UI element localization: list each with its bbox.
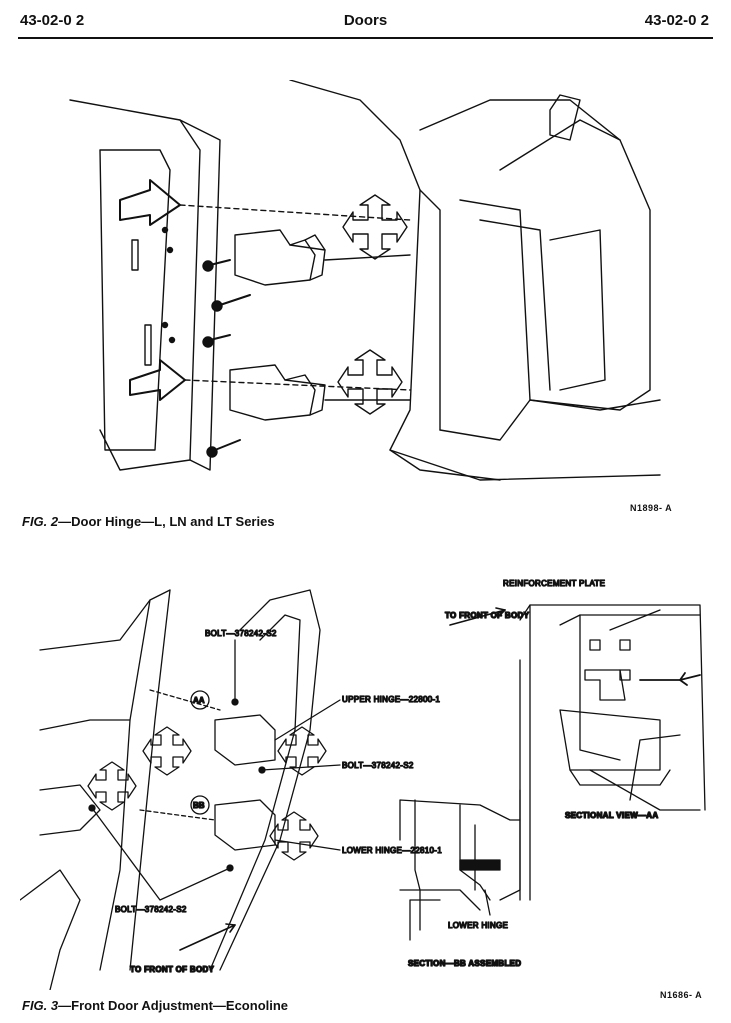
section-code-right: 43-02-0 2 [644,12,709,29]
figure-3-code: N1686- A [660,990,703,1000]
label-bolt-top: BOLT—378242-S2 [205,629,277,638]
label-to-front-bottom: TO FRONT OF BODY [130,965,215,974]
page-title: Doors [343,12,388,29]
figure-2-illustration [60,80,680,500]
figure-2-caption: FIG. 2—Door Hinge—L, LN and LT Series [22,514,275,529]
label-circle-aa: AA [193,696,205,705]
figure-2-number: FIG. 2 [22,514,59,529]
label-lower-hinge-section: LOWER HINGE [448,921,508,930]
figure-2-code: N1898- A [630,503,673,513]
label-reinforcement-plate: REINFORCEMENT PLATE [503,579,605,588]
label-lower-hinge: LOWER HINGE—22810-1 [342,846,442,855]
figure-3-caption-text: —Front Door Adjustment—Econoline [58,998,289,1013]
header-rule [18,37,713,39]
label-upper-hinge: UPPER HINGE—22800-1 [342,695,440,704]
figure-3-caption: FIG. 3—Front Door Adjustment—Econoline [22,998,288,1013]
figure-3-number: FIG. 3 [22,998,59,1013]
label-to-front-right: TO FRONT OF BODY [445,611,530,620]
page-header: 43-02-0 2 Doors 43-02-0 2 [0,0,731,40]
label-bolt-mid: BOLT—378242-S2 [342,761,414,770]
figure-2-caption-text: —Door Hinge—L, LN and LT Series [58,514,275,529]
label-sectional-view-aa: SECTIONAL VIEW—AA [565,811,658,820]
label-circle-bb: BB [193,801,205,810]
label-bolt-bottom: BOLT—378242-S2 [115,905,187,914]
label-section-bb: SECTION—BB ASSEMBLED [408,959,521,968]
figure-3-illustration: BOLT—378242-S2 UPPER HINGE—22800-1 BOLT—… [20,570,710,990]
section-code-left: 43-02-0 2 [20,12,85,29]
